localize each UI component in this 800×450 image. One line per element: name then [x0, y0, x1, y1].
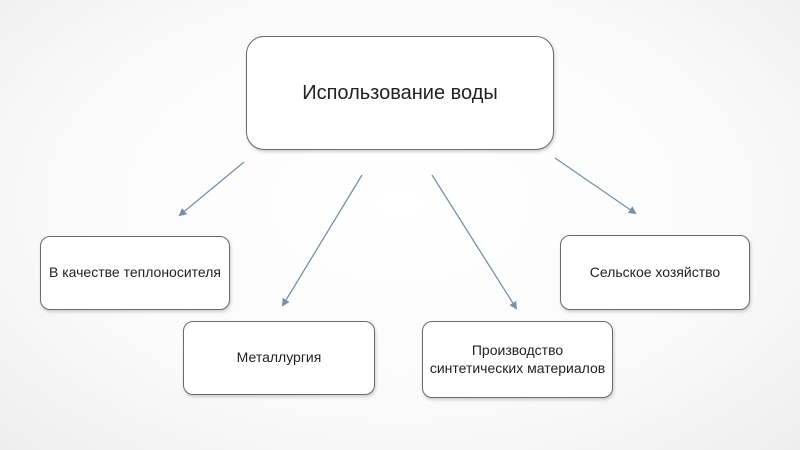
arrow-to-synthetic-materials: [431, 174, 518, 310]
root-node-label: Использование воды: [302, 81, 498, 104]
node-metallurgy-label: Металлургия: [236, 349, 322, 366]
node-heat-carrier: В качестве теплоносителя: [40, 236, 230, 310]
node-metallurgy: Металлургия: [183, 321, 375, 395]
node-synthetic-materials-label: Производство синтетических материалов: [429, 342, 606, 376]
node-agriculture-label: Сельское хозяйство: [589, 263, 721, 280]
arrow-to-heat-carrier: [178, 161, 245, 217]
root-node-water-usage: Использование воды: [246, 36, 554, 150]
arrow-to-metallurgy: [281, 174, 363, 307]
node-agriculture: Сельское хозяйство: [560, 235, 750, 310]
node-heat-carrier-label: В качестве теплоносителя: [49, 264, 221, 281]
node-synthetic-materials: Производство синтетических материалов: [422, 321, 613, 398]
arrow-to-agriculture: [554, 157, 637, 215]
